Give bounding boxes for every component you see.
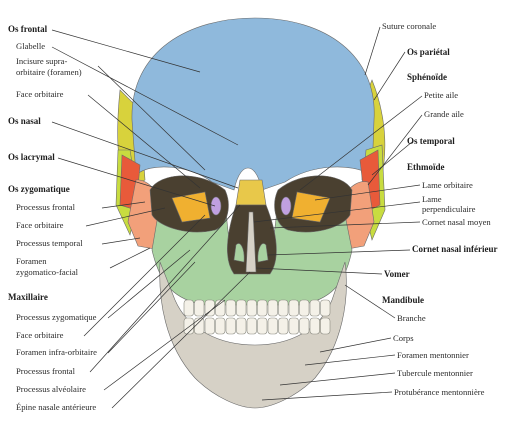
label-os-lacrymal: Os lacrymal [8,152,55,162]
tooth [225,299,236,317]
label-maxillaire: Maxillaire [8,292,48,302]
leader-lines [51,26,423,409]
label-processus-frontal-max: Processus frontal [16,366,76,376]
label-lame-2: perpendiculaire [422,204,476,214]
label-protuberance-mentonniere: Protubérance mentonnière [394,387,485,397]
tooth [299,299,310,317]
tooth [215,299,226,317]
lacrimal-bone-right [280,196,292,216]
label-incisure-2: orbitaire (foramen) [16,67,82,77]
label-cornet-inferieur: Cornet nasal inférieur [412,244,498,254]
label-foramen-infra-orbitaire: Foramen infra-orbitaire [16,347,97,357]
tooth [183,299,194,317]
tooth [320,299,331,317]
label-ethmoide: Ethmoïde [407,162,445,172]
tooth [309,299,320,317]
tooth [257,299,268,317]
tooth [267,317,278,335]
label-suture-coronale: Suture coronale [382,21,436,31]
label-face-orbitaire-frontal: Face orbitaire [16,89,64,99]
label-cornet-moyen: Cornet nasal moyen [422,217,491,227]
label-face-orbitaire-zyg: Face orbitaire [16,220,64,230]
tooth [257,317,268,335]
label-grande-aile: Grande aile [424,109,464,119]
label-corps: Corps [393,333,414,343]
tooth [299,317,310,335]
label-os-parietal: Os pariétal [407,47,450,57]
lacrimal-bone-left [210,196,222,216]
label-sphenoide: Sphénoïde [407,72,447,82]
label-os-zygomatique: Os zygomatique [8,184,70,194]
tooth [204,317,215,335]
label-os-nasal: Os nasal [8,116,41,126]
tooth [236,317,247,335]
inferior-turbinate-left [233,243,245,263]
label-processus-frontal-zyg: Processus frontal [16,202,76,212]
left-labels: Os frontal Glabelle Incisure supra- orbi… [8,24,97,412]
ethmoid-orbital-plate-left [171,191,211,223]
label-processus-zygomatique: Processus zygomatique [16,312,97,322]
tooth [278,299,289,317]
label-processus-temporal: Processus temporal [16,238,83,248]
tooth [246,317,257,335]
label-face-orbitaire-max: Face orbitaire [16,330,64,340]
label-mandibule: Mandibule [382,295,424,305]
right-labels: Suture coronale Os pariétal Sphénoïde Pe… [382,21,498,397]
tooth [267,299,278,317]
label-lame-1: Lame [422,194,442,204]
label-branche: Branche [397,313,426,323]
tooth [236,299,247,317]
inferior-turbinate-right [257,243,269,263]
label-lame-orbitaire: Lame orbitaire [422,180,473,190]
label-processus-alveolaire: Processus alvéolaire [16,384,86,394]
label-os-frontal: Os frontal [8,24,48,34]
tooth [183,317,194,335]
label-vomer: Vomer [384,269,410,279]
label-incisure-1: Incisure supra- [16,56,67,66]
vomer-septum [245,211,257,273]
tooth [246,299,257,317]
tooth [194,317,205,335]
label-foramen-mentonnier: Foramen mentonnier [397,350,469,360]
tooth [194,299,205,317]
tooth [278,317,289,335]
tooth [288,299,299,317]
teeth [183,299,331,335]
label-tubercule-mentonnier: Tubercule mentonnier [397,368,473,378]
label-os-temporal: Os temporal [407,136,455,146]
label-petite-aile: Petite aile [424,90,458,100]
tooth [288,317,299,335]
tooth [309,317,320,335]
tooth [320,317,331,335]
frontal-bone [131,17,375,191]
label-glabelle: Glabelle [16,41,45,51]
tooth [215,317,226,335]
label-foramen-1: Foramen [16,256,47,266]
mandible-bone [159,261,347,409]
label-foramen-2: zygomatico-facial [16,267,79,277]
nasal-bone [235,179,267,206]
label-epine-nasale: Épine nasale antérieure [16,402,96,412]
tooth [225,317,236,335]
